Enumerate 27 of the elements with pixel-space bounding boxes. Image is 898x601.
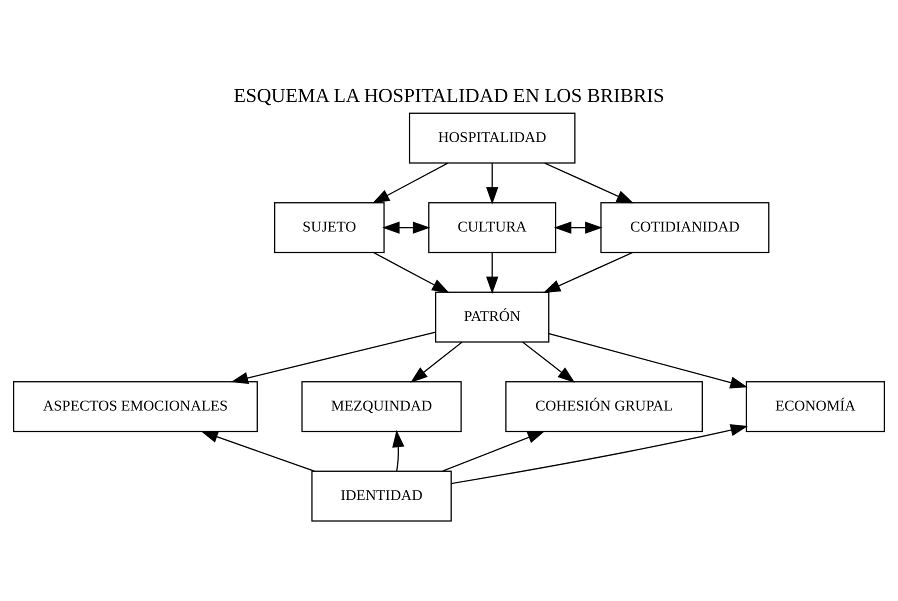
node-box: IDENTIDAD [311,470,452,522]
node-box: COHESIÓN GRUPAL [505,380,703,432]
arrow [374,252,450,293]
arrow [554,221,603,234]
arrow [230,331,436,384]
node-box: HOSPITALIDAD [408,112,576,164]
arrow [382,221,430,234]
arrow [392,429,404,471]
node-box: CULTURA [428,202,556,253]
node-box: COTIDIANIDAD [600,202,770,253]
arrow [451,424,748,484]
node-box: MEZQUINDAD [301,380,462,432]
arrow [486,252,498,294]
diagram-title: ESQUEMA LA HOSPITALIDAD EN LOS BRIBRIS [234,84,664,106]
arrow [486,162,498,204]
arrow [200,430,315,472]
node-box: ECONOMÍA [746,380,886,432]
arrow [544,162,634,203]
node-box: SUJETO [274,202,385,253]
arrow [410,341,462,382]
arrow [522,341,576,382]
arrow [543,252,632,292]
arrow [372,162,448,204]
arrow [548,332,748,388]
arrow [442,430,546,472]
node-box: ASPECTOS EMOCIONALES [12,380,258,432]
node-box: PATRÓN [435,291,550,342]
